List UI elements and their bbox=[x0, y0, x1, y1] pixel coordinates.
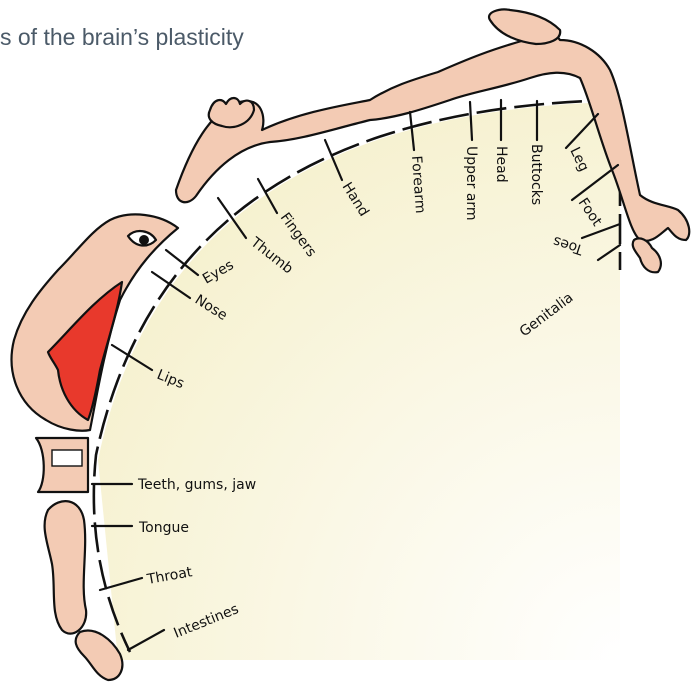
label-upper-arm: Upper arm bbox=[463, 146, 479, 221]
label-tongue: Tongue bbox=[138, 520, 189, 536]
teeth-row-illustration bbox=[52, 450, 82, 466]
tongue-throat-illustration bbox=[45, 501, 87, 634]
label-head: Head bbox=[493, 146, 509, 183]
label-teeth-gums-jaw: Teeth, gums, jaw bbox=[137, 477, 256, 493]
pupil-illustration bbox=[139, 235, 149, 245]
head-illustration bbox=[489, 9, 560, 44]
label-buttocks: Buttocks bbox=[528, 144, 544, 205]
intestines-illustration bbox=[76, 631, 123, 680]
toes-illustration bbox=[633, 238, 661, 272]
